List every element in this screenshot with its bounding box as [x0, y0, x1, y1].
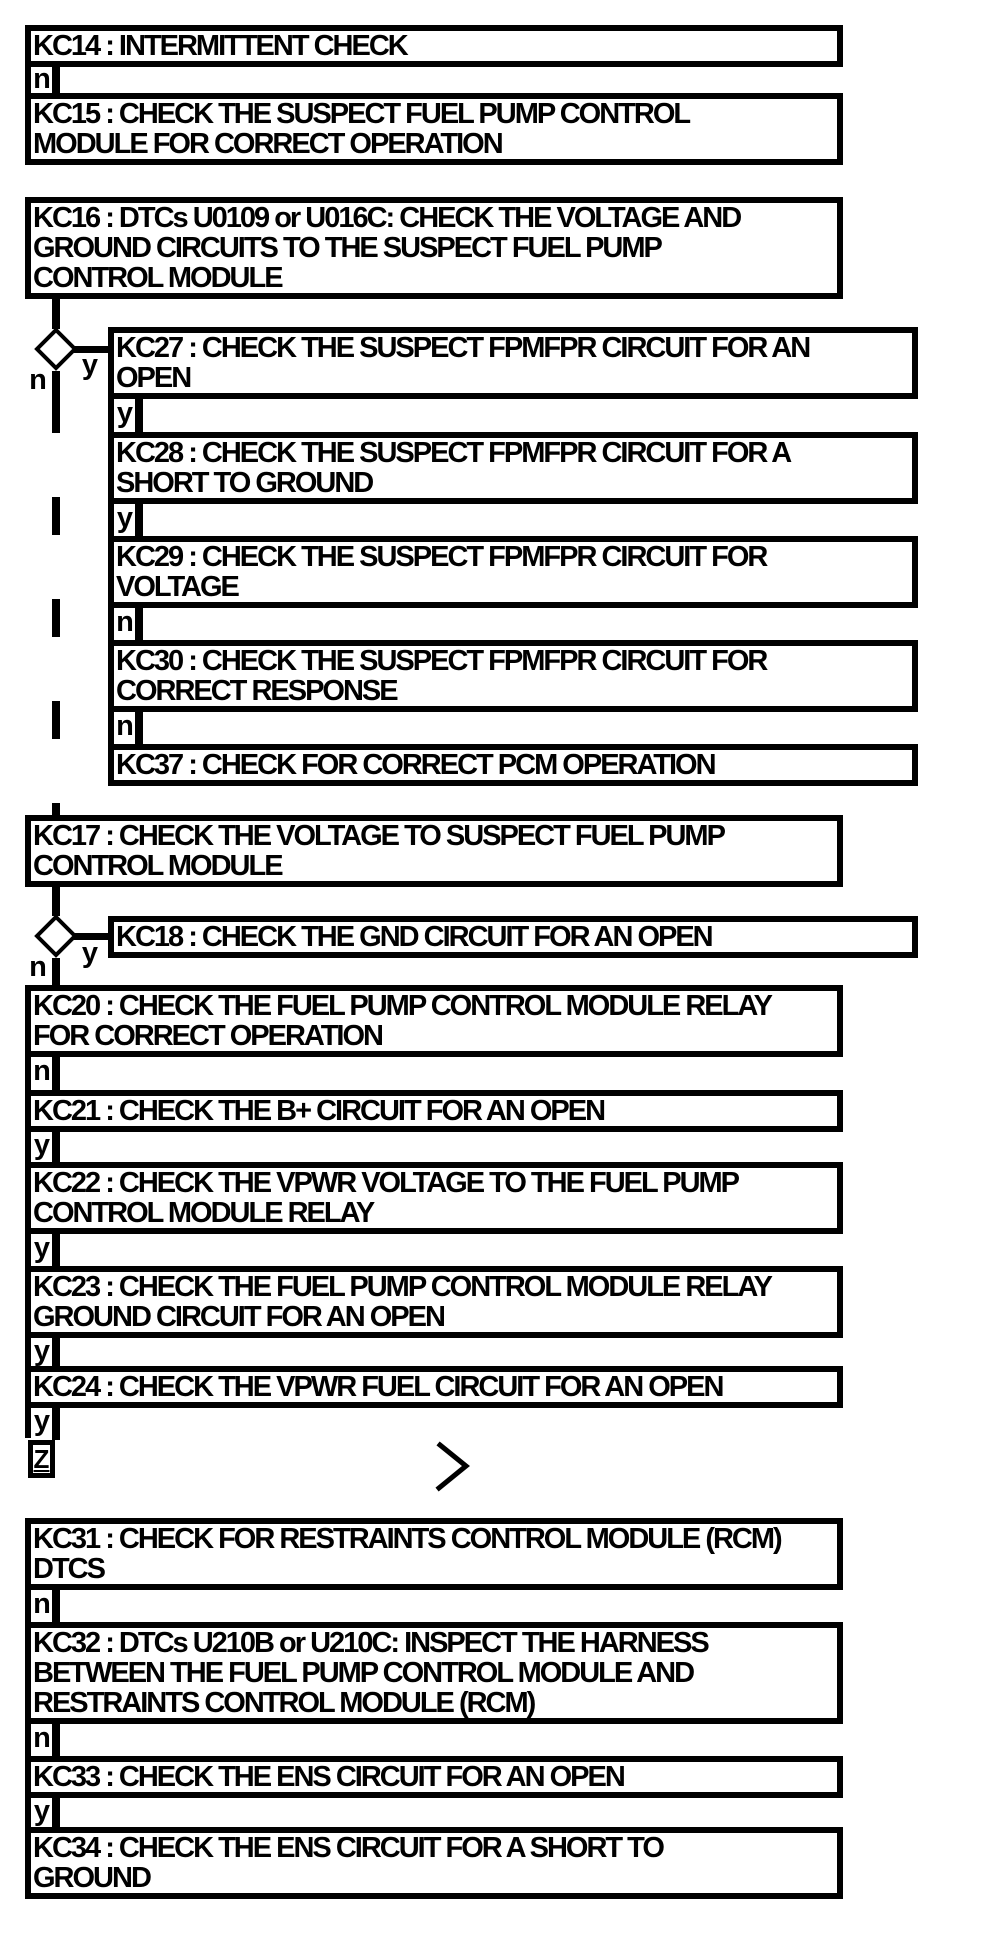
- step-kc31: KC31 : CHECK FOR RESTRAINTS CONTROL MODU…: [25, 1518, 843, 1590]
- step-kc37-text: KC37 : CHECK FOR CORRECT PCM OPERATION: [116, 749, 717, 781]
- connector-leftbar: [25, 1798, 31, 1827]
- connector-leftbar: [25, 1234, 31, 1266]
- connector-leftbar: [108, 712, 114, 744]
- branch-label: y: [33, 1335, 51, 1367]
- connector-leftbar: [108, 399, 114, 432]
- branch-label: n: [29, 951, 47, 983]
- decision-diamond: [34, 327, 78, 371]
- connector-leftbar: [25, 1590, 31, 1622]
- connector-line: [74, 346, 110, 353]
- step-kc28-text: KC28 : CHECK THE SUSPECT FPMFPR CIRCUIT …: [116, 437, 792, 499]
- step-kc16: KC16 : DTCs U0109 or U016C: CHECK THE VO…: [25, 197, 843, 299]
- branch-label: y: [81, 349, 99, 381]
- step-kc24-text: KC24 : CHECK THE VPWR FUEL CIRCUIT FOR A…: [33, 1371, 724, 1403]
- step-kc33: KC33 : CHECK THE ENS CIRCUIT FOR AN OPEN: [25, 1756, 843, 1798]
- step-kc17: KC17 : CHECK THE VOLTAGE TO SUSPECT FUEL…: [25, 815, 843, 887]
- step-kc23: KC23 : CHECK THE FUEL PUMP CONTROL MODUL…: [25, 1266, 843, 1338]
- step-kc37: KC37 : CHECK FOR CORRECT PCM OPERATION: [108, 744, 918, 786]
- connector-leftbar: [25, 1408, 31, 1438]
- connector-line: [74, 933, 110, 940]
- connector-leftbar: [25, 1724, 31, 1756]
- step-kc27-text: KC27 : CHECK THE SUSPECT FPMFPR CIRCUIT …: [116, 332, 811, 394]
- connector-line: [52, 958, 60, 985]
- step-kc15: KC15 : CHECK THE SUSPECT FUEL PUMP CONTR…: [25, 93, 843, 165]
- branch-label: n: [33, 63, 51, 95]
- step-kc14: KC14 : INTERMITTENT CHECK: [25, 25, 843, 67]
- branch-label: y: [116, 397, 134, 429]
- step-kc17-text: KC17 : CHECK THE VOLTAGE TO SUSPECT FUEL…: [33, 820, 726, 882]
- connector-leftbar: [25, 67, 31, 93]
- connector-line: [52, 887, 60, 916]
- step-kc24: KC24 : CHECK THE VPWR FUEL CIRCUIT FOR A…: [25, 1366, 843, 1408]
- step-kc30-text: KC30 : CHECK THE SUSPECT FPMFPR CIRCUIT …: [116, 645, 768, 707]
- step-kc29: KC29 : CHECK THE SUSPECT FPMFPR CIRCUIT …: [108, 536, 918, 608]
- branch-label: n: [33, 1722, 51, 1754]
- connector-line-dashed: [52, 371, 60, 815]
- connector-line: [135, 712, 143, 744]
- connector-line: [52, 1408, 60, 1440]
- page-continuation-arrow-icon: [435, 1441, 470, 1492]
- connector-leftbar: [108, 608, 114, 640]
- connector-line: [52, 67, 60, 93]
- branch-label: y: [33, 1129, 51, 1161]
- step-kc31-text: KC31 : CHECK FOR RESTRAINTS CONTROL MODU…: [33, 1523, 783, 1585]
- connector-line: [135, 608, 143, 640]
- step-kc23-text: KC23 : CHECK THE FUEL PUMP CONTROL MODUL…: [33, 1271, 773, 1333]
- offpage-connector-z: Z: [28, 1440, 55, 1478]
- step-kc21: KC21 : CHECK THE B+ CIRCUIT FOR AN OPEN: [25, 1090, 843, 1132]
- step-kc22: KC22 : CHECK THE VPWR VOLTAGE TO THE FUE…: [25, 1162, 843, 1234]
- connector-line: [135, 399, 143, 432]
- step-kc30: KC30 : CHECK THE SUSPECT FPMFPR CIRCUIT …: [108, 640, 918, 712]
- connector-line: [52, 1057, 60, 1090]
- connector-leftbar: [25, 1132, 31, 1162]
- connector-line: [52, 1798, 60, 1827]
- branch-label: y: [33, 1795, 51, 1827]
- connector-line: [52, 1234, 60, 1266]
- step-kc21-text: KC21 : CHECK THE B+ CIRCUIT FOR AN OPEN: [33, 1095, 606, 1127]
- step-kc33-text: KC33 : CHECK THE ENS CIRCUIT FOR AN OPEN: [33, 1761, 626, 1793]
- connector-line: [52, 299, 60, 329]
- step-kc20: KC20 : CHECK THE FUEL PUMP CONTROL MODUL…: [25, 985, 843, 1057]
- branch-label: n: [116, 606, 134, 638]
- branch-label: n: [33, 1055, 51, 1087]
- connector-line: [52, 1338, 60, 1366]
- step-kc32: KC32 : DTCs U210B or U210C: INSPECT THE …: [25, 1622, 843, 1724]
- step-kc27: KC27 : CHECK THE SUSPECT FPMFPR CIRCUIT …: [108, 327, 918, 399]
- connector-line: [135, 504, 143, 536]
- branch-label: y: [33, 1405, 51, 1437]
- branch-label: y: [33, 1232, 51, 1264]
- branch-label: y: [81, 937, 99, 969]
- branch-label: n: [116, 710, 134, 742]
- branch-label: y: [116, 502, 134, 534]
- connector-line: [52, 1132, 60, 1162]
- branch-label: n: [29, 364, 47, 396]
- step-kc15-text: KC15 : CHECK THE SUSPECT FUEL PUMP CONTR…: [33, 98, 691, 160]
- decision-diamond: [34, 914, 78, 958]
- connector-line: [52, 1590, 60, 1622]
- connector-line: [52, 1724, 60, 1756]
- connector-leftbar: [25, 1057, 31, 1090]
- step-kc22-text: KC22 : CHECK THE VPWR VOLTAGE TO THE FUE…: [33, 1167, 740, 1229]
- step-kc18-text: KC18 : CHECK THE GND CIRCUIT FOR AN OPEN: [116, 921, 714, 953]
- connector-leftbar: [25, 1338, 31, 1366]
- connector-leftbar: [108, 504, 114, 536]
- step-kc32-text: KC32 : DTCs U210B or U210C: INSPECT THE …: [33, 1627, 710, 1719]
- step-kc14-text: KC14 : INTERMITTENT CHECK: [33, 30, 409, 62]
- step-kc29-text: KC29 : CHECK THE SUSPECT FPMFPR CIRCUIT …: [116, 541, 768, 603]
- step-kc34: KC34 : CHECK THE ENS CIRCUIT FOR A SHORT…: [25, 1827, 843, 1899]
- step-kc20-text: KC20 : CHECK THE FUEL PUMP CONTROL MODUL…: [33, 990, 773, 1052]
- step-kc16-text: KC16 : DTCs U0109 or U016C: CHECK THE VO…: [33, 202, 742, 294]
- branch-label: n: [33, 1588, 51, 1620]
- step-kc28: KC28 : CHECK THE SUSPECT FPMFPR CIRCUIT …: [108, 432, 918, 504]
- step-kc34-text: KC34 : CHECK THE ENS CIRCUIT FOR A SHORT…: [33, 1832, 665, 1894]
- step-kc18: KC18 : CHECK THE GND CIRCUIT FOR AN OPEN: [108, 916, 918, 958]
